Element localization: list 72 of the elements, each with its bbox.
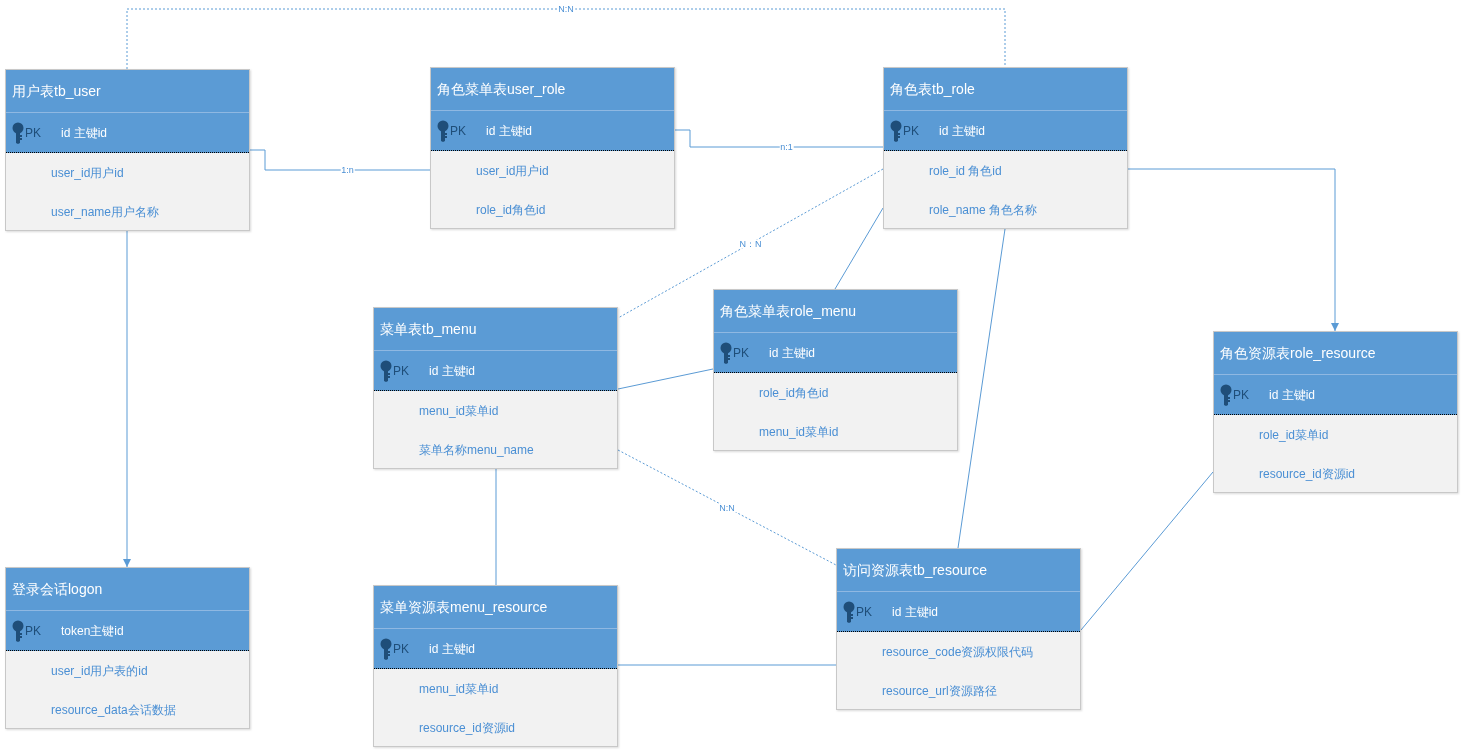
entity-table [883, 67, 1128, 229]
field-name: resource_id资源id [1259, 465, 1356, 483]
field-name: menu_id菜单id [419, 680, 499, 698]
field-name: resource_url资源路径 [882, 682, 997, 700]
dashed-connector [126, 8, 1006, 70]
field-name: role_id角色id [759, 384, 829, 402]
edge-label: N:N [557, 4, 575, 14]
pk-label: PK [903, 122, 920, 140]
entity-table [373, 585, 618, 747]
field-name: token主键id [61, 622, 124, 640]
connector [834, 207, 884, 290]
field-name: role_id 角色id [929, 162, 1002, 180]
entity-table [713, 289, 958, 451]
field-name: 菜单名称menu_name [419, 441, 534, 459]
edge-label: N：N [738, 239, 763, 248]
field-name: id 主键id [429, 640, 475, 658]
table-title: 角色资源表role_resource [1220, 343, 1376, 363]
table-title: 菜单资源表menu_resource [380, 597, 548, 617]
table-title: 角色表tb_role [890, 79, 975, 99]
connector [674, 129, 884, 148]
entity-table [5, 69, 250, 231]
field-name: id 主键id [61, 124, 107, 142]
table-title: 访问资源表tb_resource [843, 560, 987, 580]
dashed-connector [617, 449, 837, 566]
edge-label: N:N [718, 503, 736, 512]
field-name: user_id用户表的id [51, 662, 148, 680]
connector [617, 368, 714, 390]
entity-table [1213, 331, 1458, 493]
field-name: user_id用户id [476, 162, 549, 180]
field-name: role_id角色id [476, 201, 546, 219]
field-name: resource_id资源id [419, 719, 516, 737]
pk-label: PK [393, 362, 410, 380]
connector [1080, 471, 1214, 631]
entity-table [430, 67, 675, 229]
field-name: id 主键id [892, 603, 938, 621]
table-title: 角色菜单表role_menu [720, 301, 857, 321]
field-name: user_name用户名称 [51, 203, 160, 221]
pk-label: PK [733, 344, 750, 362]
connector [495, 468, 497, 586]
field-name: resource_code资源权限代码 [882, 643, 1034, 661]
field-name: menu_id菜单id [419, 402, 499, 420]
connector [249, 149, 431, 171]
table-title: 用户表tb_user [12, 81, 101, 101]
pk-label: PK [856, 603, 873, 621]
pk-label: PK [393, 640, 410, 658]
pk-label: PK [25, 124, 42, 142]
pk-label: PK [450, 122, 467, 140]
field-name: role_name 角色名称 [929, 201, 1038, 219]
field-name: id 主键id [1269, 386, 1315, 404]
field-name: role_id菜单id [1259, 426, 1329, 444]
field-name: resource_data会话数据 [51, 701, 176, 719]
edge-label: n:1 [779, 142, 794, 152]
pk-label: PK [25, 622, 42, 640]
field-name: user_id用户id [51, 164, 124, 182]
table-title: 菜单表tb_menu [380, 319, 477, 339]
table-title: 角色菜单表user_role [437, 79, 566, 99]
entity-table [836, 548, 1081, 710]
arrow [123, 230, 131, 568]
field-name: id 主键id [939, 122, 985, 140]
connector [957, 228, 1006, 549]
entity-table [373, 307, 618, 469]
arrow [1127, 168, 1339, 332]
entity-table [5, 567, 250, 729]
field-name: id 主键id [429, 362, 475, 380]
dashed-connector [617, 168, 884, 319]
field-name: id 主键id [486, 122, 532, 140]
field-name: menu_id菜单id [759, 423, 839, 441]
field-name: id 主键id [769, 344, 815, 362]
pk-label: PK [1233, 386, 1250, 404]
edge-label: 1:n [340, 165, 355, 175]
table-title: 登录会话logon [12, 579, 103, 599]
connector [617, 664, 837, 666]
